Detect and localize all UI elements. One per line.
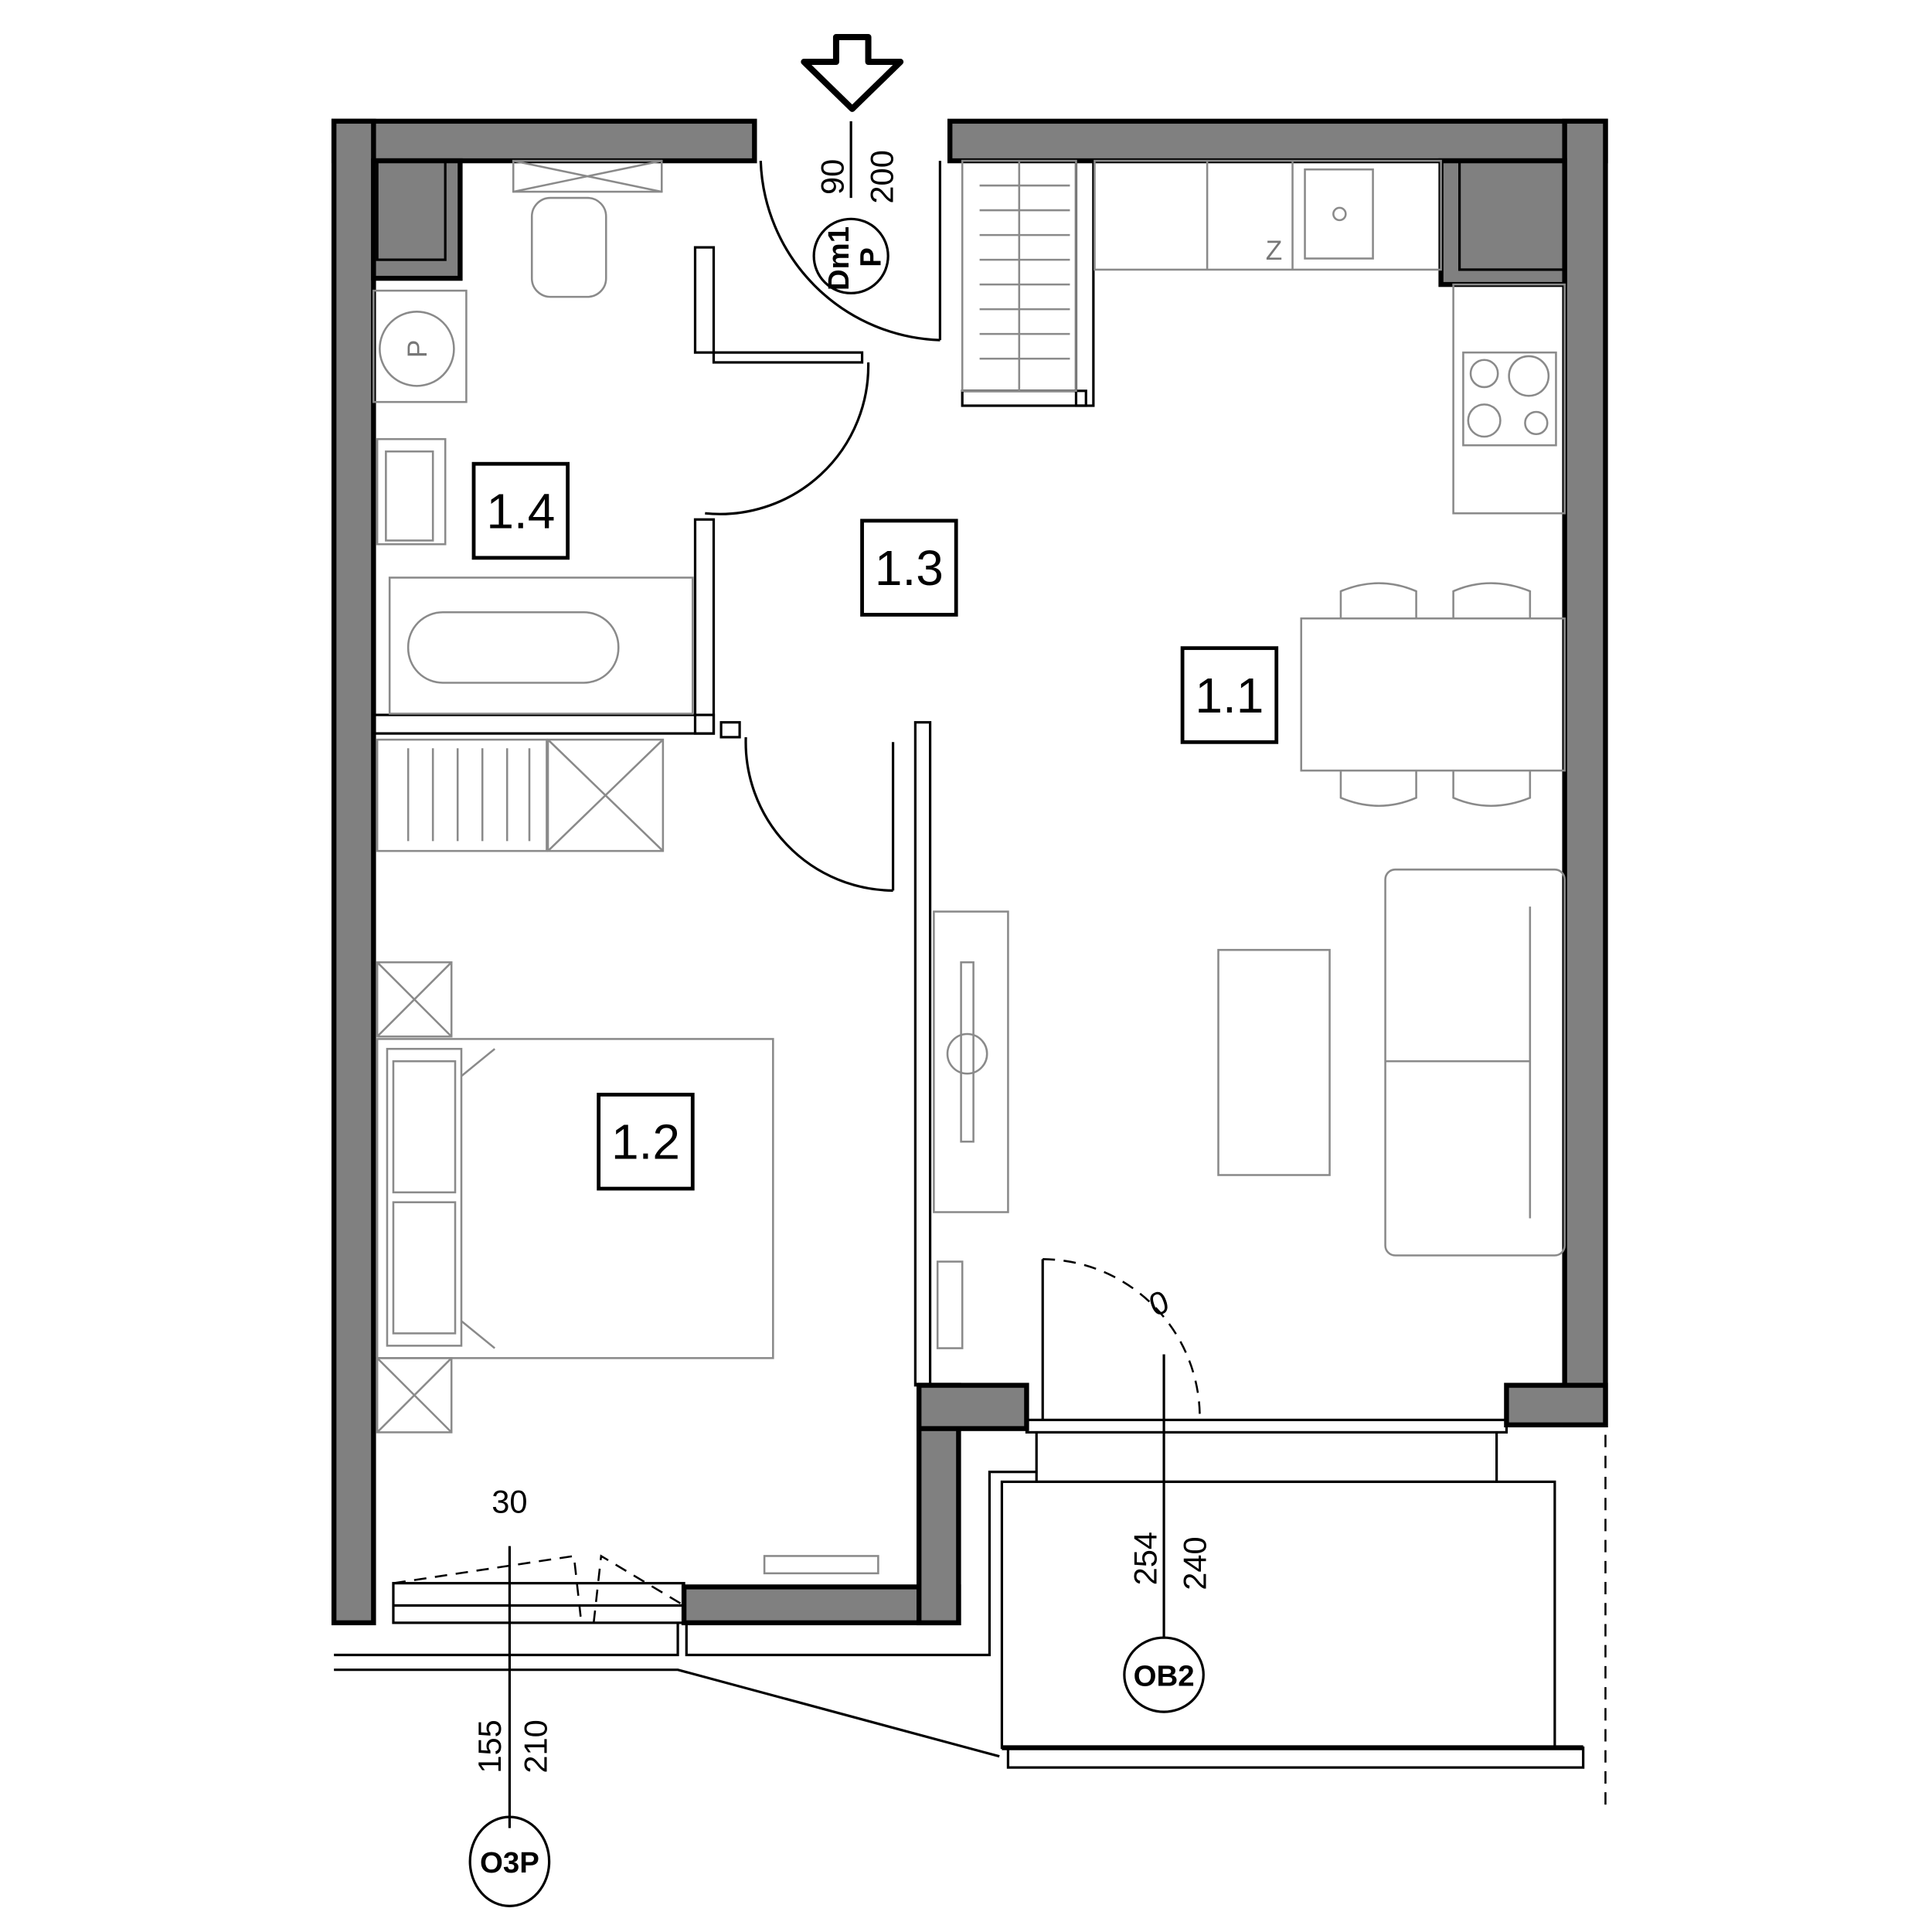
window-sill: 155	[471, 1719, 508, 1773]
walls	[331, 118, 1608, 1626]
fridge-label: Z	[1266, 236, 1283, 266]
bedroom-furniture	[376, 738, 879, 1575]
bathroom-door[interactable]	[705, 362, 870, 515]
balcony-door-height: 240	[1176, 1536, 1213, 1590]
svg-text:1.3: 1.3	[875, 540, 944, 596]
bedroom-door[interactable]	[744, 736, 893, 892]
svg-text:1.1: 1.1	[1195, 668, 1264, 723]
window-top-dim: 30	[492, 1483, 527, 1519]
room-label-1-1: 1.1	[1180, 646, 1279, 744]
opening-mark: 0	[1145, 1283, 1174, 1323]
room-label-1-3: 1.3	[860, 519, 958, 617]
entrance-door[interactable]: 90 200 Dm1 P	[759, 121, 941, 342]
washer-label: P	[403, 340, 433, 358]
room-label-1-2: 1.2	[597, 1093, 695, 1191]
door-height: 200	[864, 150, 900, 203]
balcony[interactable]: 0 254 240 OB2	[1000, 1258, 1607, 1806]
window-height: 210	[517, 1719, 553, 1773]
balcony-door-sill: 254	[1127, 1532, 1163, 1585]
svg-text:1.2: 1.2	[611, 1114, 680, 1170]
door-width: 90	[815, 159, 851, 195]
balcony-door-code: OB2	[1134, 1659, 1195, 1692]
room-label-1-4: 1.4	[471, 461, 570, 560]
kitchen: Z	[961, 159, 1566, 515]
bedroom-window[interactable]: 30 155 210 O3P	[334, 1471, 1037, 1907]
entrance-arrow-icon	[801, 34, 904, 112]
door-type: P	[855, 247, 888, 267]
window-code: O3P	[480, 1846, 539, 1879]
living-furniture	[933, 582, 1566, 1349]
bathroom-fixtures: P	[372, 159, 694, 715]
svg-text:1.4: 1.4	[486, 483, 555, 539]
door-code: Dm1	[822, 226, 855, 291]
